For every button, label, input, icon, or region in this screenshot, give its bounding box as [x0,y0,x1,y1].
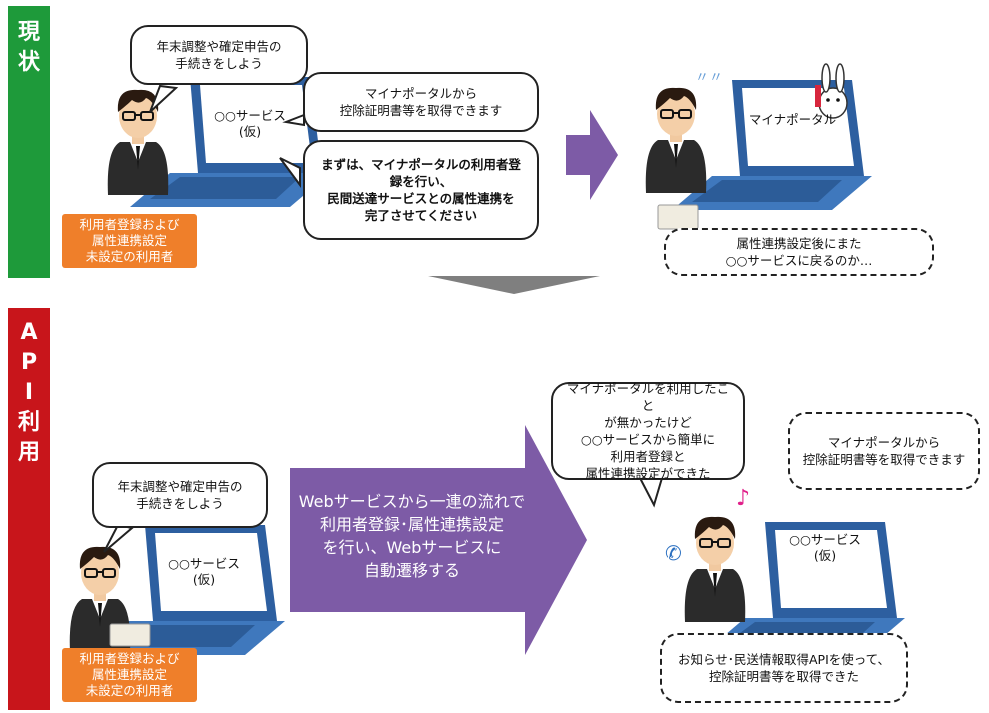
user-icon [683,515,747,623]
service-screen-text: ○○サービス (仮) [780,532,870,564]
bubble-line: 民間送達サービスとの属性連携を [327,191,515,206]
bubble-line: 属性連携設定ができた [585,466,711,481]
flow-arrow-right-icon [566,110,618,200]
portal-info-dash-bubble: マイナポータルから 控除証明書等を取得できます [788,412,980,490]
bubble-line: 控除証明書等を取得できます [802,452,966,467]
bubble-line: マイナポータルから [827,435,941,450]
id-card-icon [109,623,151,647]
badge-line: 未設定の利用者 [85,249,174,264]
badge-line: 属性連携設定 [91,667,167,682]
current-status-label: 現 状 [8,18,50,78]
user-thought-bubble: 年末調整や確定申告の 手続きをしよう [130,25,308,85]
bubble-line: まずは、マイナポータルの利用者登 [321,157,521,172]
flow-arrow-text: Webサービスから一連の流れで 利用者登録･属性連携設定 を行い、Webサービス… [292,490,532,582]
bubble-line: ○○サービスから簡単に [580,432,716,447]
badge-line: 利用者登録および [79,217,180,232]
screen-line: ○○サービス [168,556,240,571]
user-worry-bubble: 属性連携設定後にまた ○○サービスに戻るのか… [664,228,934,276]
bubble-line: 手続きをしよう [175,56,263,71]
screen-line: (仮) [238,124,262,139]
screen-line: (仮) [192,572,216,587]
bubble-line: 年末調整や確定申告の [117,479,243,494]
user-icon [106,88,170,196]
api-usage-label: A P I 利 用 [8,318,50,468]
bubble-line: 控除証明書等を取得できた [708,669,859,684]
service-screen-text: ○○サービス (仮) [160,556,248,588]
arrow-line: 利用者登録･属性連携設定 [319,515,504,534]
music-note-icon: ♪ [736,486,750,511]
unregistered-user-badge: 利用者登録および 属性連携設定 未設定の利用者 [62,648,197,702]
sweat-icon: 〃〃 [695,70,723,86]
screen-line: ○○サービス [214,108,286,123]
screen-line: ○○サービス [789,532,861,547]
api-usage-bar [8,308,50,710]
mynaportal-mascot-icon [815,63,848,119]
flow-arrow-big-icon [290,425,587,655]
bubble-line: 手続きをしよう [136,496,224,511]
api-result-bubble: お知らせ･民送情報取得APIを使って、 控除証明書等を取得できた [660,633,908,703]
bubble-line: マイナポータルを利用したこと [566,381,730,413]
bubble-line: 利用者登録と [610,449,686,464]
unregistered-user-badge: 利用者登録および 属性連携設定 未設定の利用者 [62,214,197,268]
bubble-line: 年末調整や確定申告の [156,39,282,54]
current-status-bar [8,6,50,278]
user-icon [644,86,708,194]
badge-line: 属性連携設定 [91,233,167,248]
bubble-line: ○○サービスに戻るのか… [725,253,873,268]
label-char: I [24,380,34,405]
arrow-line: 自動遷移する [363,561,460,580]
bubble-line: 属性連携設定後にまた [736,236,862,251]
badge-line: 未設定の利用者 [85,683,174,698]
service-screen-text: ○○サービス (仮) [205,108,295,140]
bubble-line: マイナポータルから [364,86,478,101]
portal-screen-text: マイナポータル [748,112,837,127]
down-arrow-icon [428,276,600,294]
bubble-line: お知らせ･民送情報取得APIを使って、 [677,652,891,667]
phone-icon: ✆ [665,541,682,565]
badge-line: 利用者登録および [79,651,180,666]
portal-info-bubble: マイナポータルから 控除証明書等を取得できます [303,72,539,132]
label-char: 現 [17,20,40,45]
label-char: P [20,350,38,375]
result-bubble: マイナポータルを利用したこと が無かったけど ○○サービスから簡単に 利用者登録… [551,381,745,481]
bubble-line: 録を行い、 [389,174,453,189]
label-char: A [20,320,38,345]
label-char: 利 [17,410,40,435]
label-char: 状 [17,50,40,75]
arrow-line: Webサービスから一連の流れで [298,492,526,511]
bubble-line: が無かったけど [604,415,692,430]
label-char: 用 [17,440,40,465]
user-thought-bubble: 年末調整や確定申告の 手続きをしよう [92,462,268,528]
bubble-line: 控除証明書等を取得できます [339,103,503,118]
screen-line: (仮) [813,548,837,563]
instruction-bubble: まずは、マイナポータルの利用者登 録を行い、 民間送達サービスとの属性連携を 完… [303,140,539,240]
bubble-line: 完了させてください [364,208,478,223]
arrow-line: を行い、Webサービスに [322,538,502,557]
id-card-icon [657,204,699,230]
